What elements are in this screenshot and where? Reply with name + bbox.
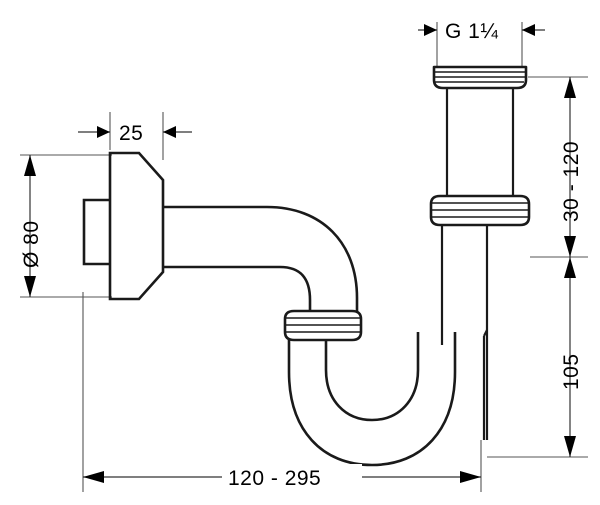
- riser-pipe: [440, 225, 489, 440]
- dim-label-wall-offset: 25: [119, 122, 143, 145]
- arrow-105-bottom: [564, 436, 576, 457]
- u-bend-outer: [287, 332, 457, 467]
- arrow-d80-bottom: [24, 276, 36, 297]
- pipe-inner-wall: [163, 265, 312, 315]
- arrow-105-top: [564, 257, 576, 278]
- wall-flange: [82, 151, 165, 301]
- riser-step: [483, 329, 488, 337]
- flange-body: [108, 151, 165, 301]
- dim-reach-label-backing: [222, 464, 362, 490]
- extension-lines: [20, 22, 588, 492]
- arrow-30120-bottom: [564, 236, 576, 257]
- arrow-thread-right: [522, 24, 535, 36]
- dimension-horizontal-reach: 120 - 295: [83, 464, 481, 490]
- dim-label-flange-diameter: Ø 80: [20, 220, 43, 268]
- vertical-inlet-pipe: [445, 88, 515, 196]
- middle-nut: [429, 194, 531, 227]
- dimension-thread-size: G 1¼: [418, 20, 545, 43]
- dimension-wall-offset: 25: [78, 122, 192, 145]
- flange-boss: [82, 198, 110, 266]
- arrow-25-right: [163, 126, 176, 138]
- lower-nut: [283, 309, 363, 342]
- dimension-flange-diameter: Ø 80: [20, 155, 43, 297]
- dimension-vertical-adjust: 30 - 120: [560, 77, 583, 257]
- arrow-d80-top: [24, 155, 36, 176]
- u-bend-inner: [324, 332, 420, 422]
- top-nut: [432, 65, 528, 90]
- u-bend-trap: [287, 332, 457, 467]
- dim-label-horizontal-reach: 120 - 295: [228, 467, 321, 490]
- dimension-trap-depth: 105: [560, 257, 583, 457]
- pipe-outer-wall: [163, 205, 359, 315]
- dim-label-trap-depth: 105: [560, 353, 583, 390]
- dim-label-vertical-adjust: 30 - 120: [560, 141, 583, 222]
- dim-label-thread-size: G 1¼: [445, 20, 498, 43]
- arrow-reach-left: [83, 471, 104, 483]
- arrow-30120-top: [564, 77, 576, 98]
- arrow-reach-right: [460, 471, 481, 483]
- horizontal-pipe-and-elbow: [163, 205, 359, 315]
- arrow-thread-left: [424, 24, 437, 36]
- arrow-25-left: [97, 126, 110, 138]
